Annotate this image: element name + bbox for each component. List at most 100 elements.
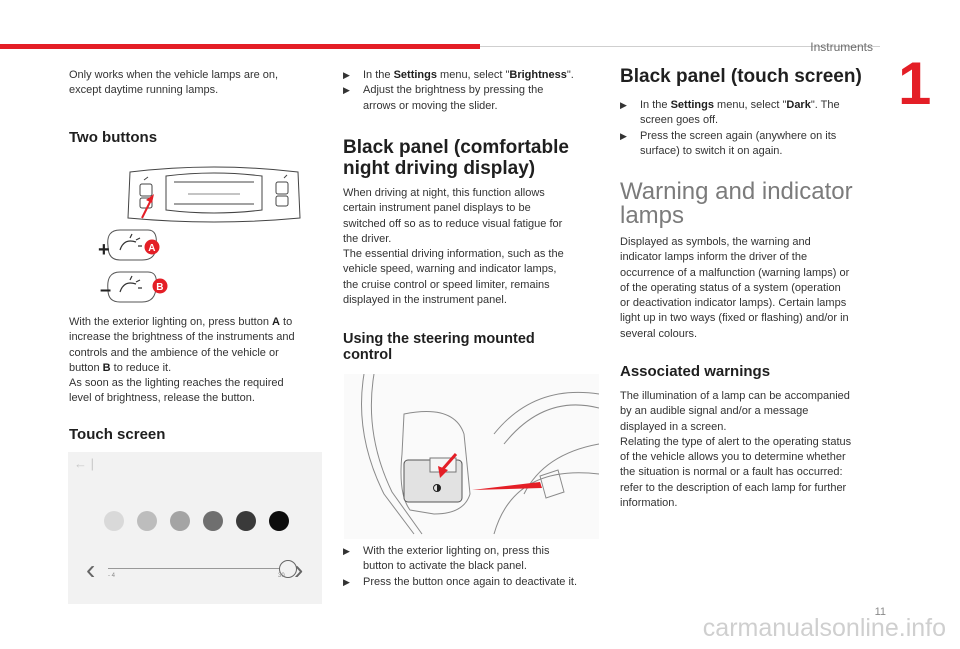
text-line: Relating the type of alert to the operat… xyxy=(620,435,852,448)
touch-steps: ▶In the Settings menu, select "Dark". Th… xyxy=(620,98,880,159)
header-accent-bar xyxy=(0,44,480,49)
text-line: With the exterior lighting on, press but… xyxy=(69,316,293,328)
text-line: light up in two ways (fixed or flashing)… xyxy=(620,312,849,325)
brightness-slider-thumb xyxy=(279,560,297,578)
black-panel-heading: Black panel (comfortable night driving d… xyxy=(343,137,569,179)
bullet-continuation: button to activate the black panel. xyxy=(363,560,527,573)
bullet-item: ▶Press the button once again to deactiva… xyxy=(343,575,603,590)
text-line: switched off so as to reduce visual fati… xyxy=(343,217,563,230)
heading-line: Using the steering mounted xyxy=(343,331,535,347)
text-line: several colours. xyxy=(620,327,698,340)
watermark: carmanualsonline.info xyxy=(702,614,946,642)
brightness-steps: ▶In the Settings menu, select "Brightnes… xyxy=(343,68,603,114)
brightness-swatch[interactable] xyxy=(104,511,124,531)
heading-line: lamps xyxy=(620,202,685,229)
minus-icon: – xyxy=(100,279,111,301)
control-panel-outline xyxy=(400,411,471,515)
slider-max-label: 30 xyxy=(278,573,285,579)
bullet-item: ▶With the exterior lighting on, press th… xyxy=(343,544,603,559)
bullet-continuation: screen goes off. xyxy=(640,114,719,127)
bullet-item: ▶Press the screen again (anywhere on its xyxy=(620,129,880,144)
intro-line: except daytime running lamps. xyxy=(69,84,219,97)
brightness-swatch[interactable] xyxy=(203,511,223,531)
steering-control-heading: Using the steering mounted control xyxy=(343,331,535,363)
text-line: Displayed as symbols, the warning and xyxy=(620,236,811,248)
text-line: displayed in a screen. xyxy=(620,420,727,433)
text-line: indicator lamps inform the driver of the xyxy=(620,251,808,264)
two-buttons-text: With the exterior lighting on, press but… xyxy=(69,315,329,407)
text-line: vehicle speed, warning and indicator lam… xyxy=(343,263,557,276)
heading-line: control xyxy=(343,347,393,363)
brightness-swatch[interactable] xyxy=(236,511,256,531)
bullet-arrow-icon: ▶ xyxy=(343,576,350,587)
text-line: occurrence of a malfunction (warning lam… xyxy=(620,266,850,279)
text-line: certain instrument panel displays to be xyxy=(343,202,531,215)
text-line: by an audible signal and/or a message xyxy=(620,405,809,418)
bullet-continuation: arrows or moving the slider. xyxy=(363,99,498,112)
text-line: button B to reduce it. xyxy=(69,361,172,374)
brightness-minus-icon xyxy=(119,282,137,293)
text-line: The essential driving information, such … xyxy=(343,248,564,261)
brightness-swatch[interactable] xyxy=(269,511,289,531)
bullet-arrow-icon: ▶ xyxy=(620,130,627,141)
text-line: As soon as the lighting reaches the requ… xyxy=(69,377,284,390)
brightness-slider-track xyxy=(108,568,284,569)
brightness-swatch[interactable] xyxy=(170,511,190,531)
black-panel-touch-heading: Black panel (touch screen) xyxy=(620,66,862,87)
badge-b-label: B xyxy=(156,282,163,293)
badge-a xyxy=(144,239,160,255)
header-rule xyxy=(480,46,880,47)
page-number: 11 xyxy=(874,606,886,618)
back-arrow-icon: ← | xyxy=(74,456,94,471)
warning-lamps-heading: Warning and indicator lamps xyxy=(620,180,853,228)
bullet-arrow-icon: ▶ xyxy=(343,85,350,96)
text-line: refer to the description of each lamp fo… xyxy=(620,481,847,494)
touch-screen-heading: Touch screen xyxy=(69,426,166,443)
text-line: information. xyxy=(620,497,678,510)
text-line: the cruise control or speed limiter, rem… xyxy=(343,278,550,291)
badge-b xyxy=(152,278,168,294)
button-a-ref: A xyxy=(272,316,280,328)
text-line: of the vehicle allows you to determine w… xyxy=(620,451,846,464)
black-panel-steps: ▶With the exterior lighting on, press th… xyxy=(343,544,603,590)
black-panel-text: When driving at night, this function all… xyxy=(343,186,603,308)
instrument-screen-outline xyxy=(165,172,263,214)
plus-icon: + xyxy=(98,239,110,261)
heading-line: Warning and indicator xyxy=(620,178,853,205)
associated-warnings-text: The illumination of a lamp can be accomp… xyxy=(620,389,885,511)
text-line: When driving at night, this function all… xyxy=(343,187,545,199)
associated-warnings-heading: Associated warnings xyxy=(620,363,771,380)
bullet-item: ▶In the Settings menu, select "Brightnes… xyxy=(343,68,603,83)
text-line: controls and the ambience of the vehicle… xyxy=(69,346,279,359)
touch-screen-illustration: ← | ‹ › - 4 30 xyxy=(68,452,322,604)
text-line: The illumination of a lamp can be accomp… xyxy=(620,390,850,402)
text-line: the situation is normal or a fault has o… xyxy=(620,466,843,479)
intro-text: Only works when the vehicle lamps are on… xyxy=(69,68,329,99)
bullet-arrow-icon: ▶ xyxy=(343,546,350,556)
text-line: or deactivation indicator lamps). Certai… xyxy=(620,297,847,310)
text-line: displayed in the instrument panel. xyxy=(343,294,507,307)
bullet-item: ▶Adjust the brightness by pressing the xyxy=(343,83,603,98)
slider-right-chevron-icon: › xyxy=(294,554,304,585)
dashboard-buttons-illustration: + – A B xyxy=(98,166,301,303)
slider-left-chevron-icon: ‹ xyxy=(86,554,96,585)
slider-min-label: - 4 xyxy=(108,573,116,579)
bullet-arrow-icon: ▶ xyxy=(343,70,350,80)
bullet-arrow-icon: ▶ xyxy=(620,100,627,110)
intro-line: Only works when the vehicle lamps are on… xyxy=(69,69,279,81)
bullet-continuation: surface) to switch it on again. xyxy=(640,144,783,157)
arrow-to-button-icon xyxy=(438,466,448,478)
text-line: the driver. xyxy=(343,232,392,245)
heading-line: Black panel (comfortable xyxy=(343,137,569,158)
text-line: increase the brightness of the instrumen… xyxy=(69,331,295,344)
instrument-panel-outline xyxy=(127,166,301,223)
text-line: level of brightness, release the button. xyxy=(69,392,255,405)
bullet-item: ▶In the Settings menu, select "Dark". Th… xyxy=(620,98,880,113)
steering-button-outline xyxy=(539,469,565,499)
heading-line: night driving display) xyxy=(343,158,536,179)
warning-lamps-text: Displayed as symbols, the warning and ind… xyxy=(620,235,885,342)
badge-a-label: A xyxy=(148,243,155,254)
two-buttons-heading: Two buttons xyxy=(69,129,158,146)
brightness-swatch[interactable] xyxy=(137,511,157,531)
section-title: Instruments xyxy=(810,40,873,54)
